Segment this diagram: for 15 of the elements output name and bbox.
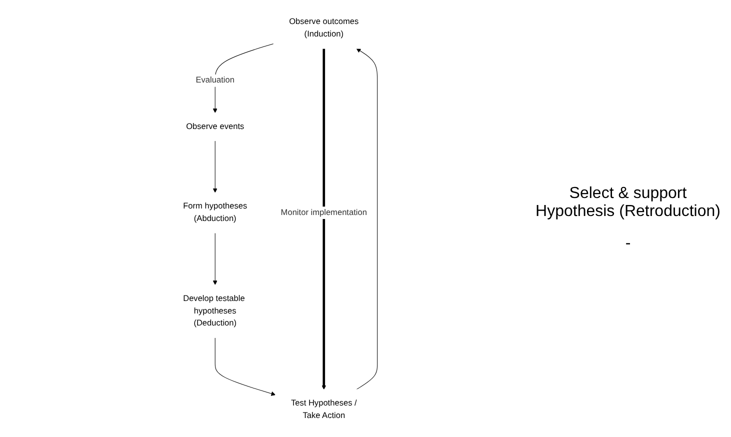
node-text: Form hypotheses (Abduction): [183, 201, 248, 223]
node-text: Observe events: [186, 122, 244, 130]
node-text: Develop testable hypotheses (Deduction): [183, 294, 245, 328]
arrow: [356, 48, 378, 390]
edge-label: Evaluation: [196, 76, 234, 84]
node-text: Test Hypotheses / Take Action: [290, 398, 357, 420]
arrow: [212, 232, 218, 284]
note-text: Select & support Hypothesis (Retroduction): [534, 184, 722, 220]
note-text: -: [624, 234, 632, 252]
arrow: [214, 336, 276, 396]
node-text: Observe outcomes (Induction): [289, 16, 359, 38]
edge-label: Monitor implementation: [280, 208, 367, 216]
arrow: [322, 48, 326, 390]
arrow: [212, 140, 218, 192]
arrow: [212, 42, 274, 112]
